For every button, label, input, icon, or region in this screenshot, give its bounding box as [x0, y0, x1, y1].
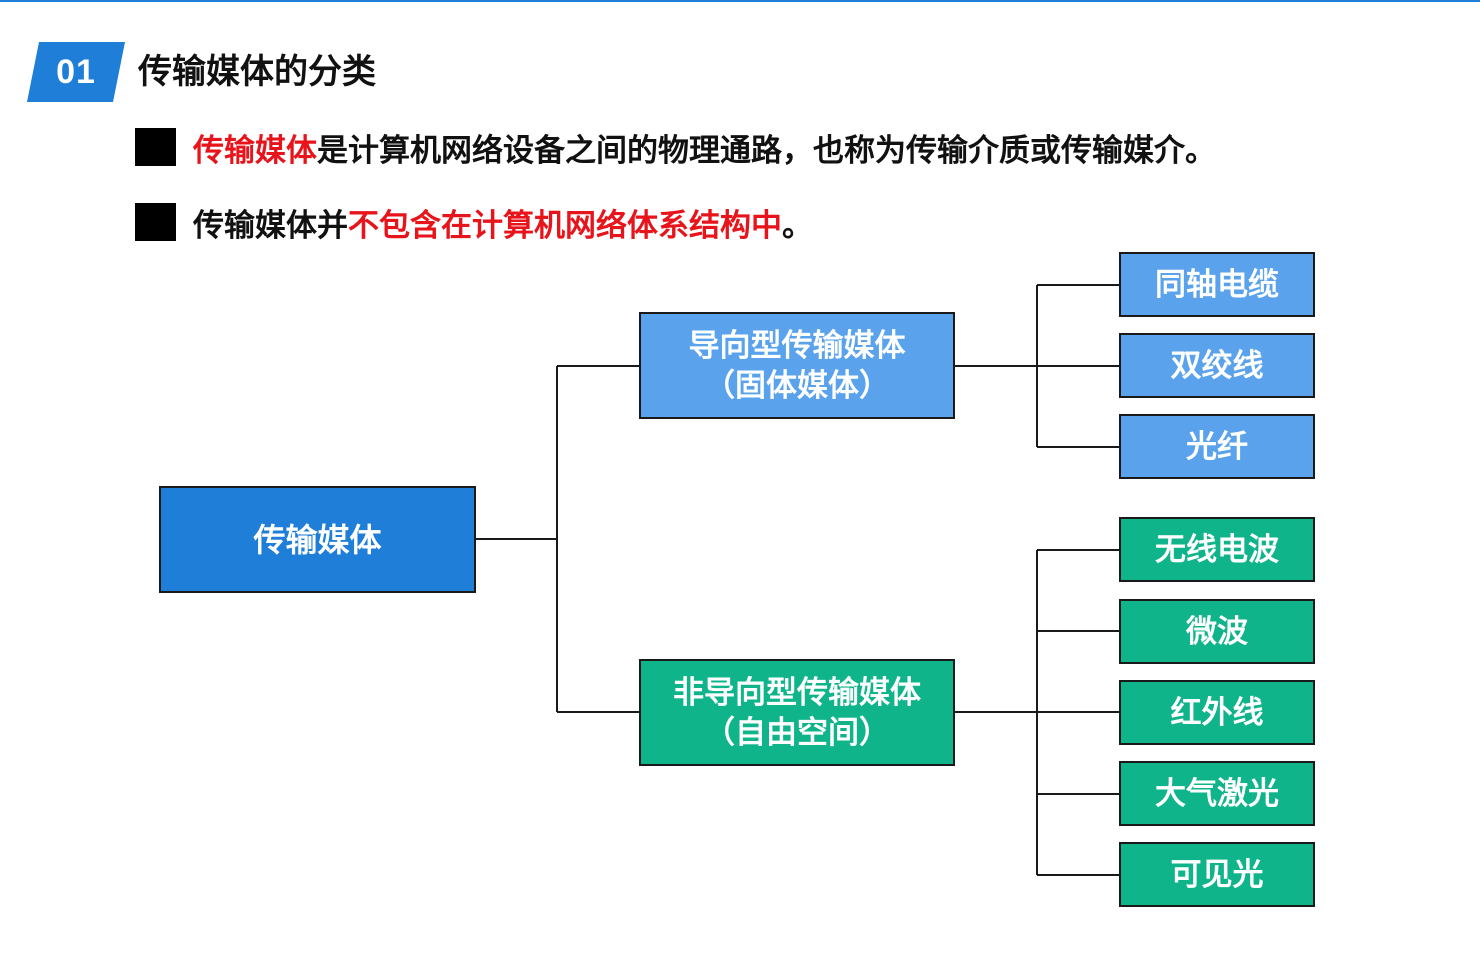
bullet-1-rest: 是计算机网络设备之间的物理通路，也称为传输介质或传输媒介。	[317, 132, 1216, 169]
leaf-atmospheric-laser: 大气激光	[1119, 761, 1315, 826]
root-node: 传输媒体	[159, 486, 476, 593]
bullet-1: 传输媒体是计算机网络设备之间的物理通路，也称为传输介质或传输媒介。	[135, 125, 1216, 169]
bullet-2-lead: 传输媒体并	[193, 207, 348, 244]
bullet-2-end: 。	[782, 207, 813, 244]
bullet-square-icon	[135, 128, 176, 166]
bullet-2-text: 传输媒体并不包含在计算机网络体系结构中。	[193, 200, 813, 245]
leaf-visible-light: 可见光	[1119, 842, 1315, 907]
leaf-radio-wave: 无线电波	[1119, 517, 1315, 582]
guided-media-title: 导向型传输媒体	[688, 327, 906, 364]
section-title: 传输媒体的分类	[138, 52, 376, 92]
leaf-label: 同轴电缆	[1155, 266, 1279, 303]
leaf-label: 红外线	[1170, 694, 1264, 731]
top-accent-line	[0, 0, 1480, 2]
leaf-label: 光纤	[1186, 428, 1248, 465]
leaf-infrared: 红外线	[1119, 680, 1315, 745]
leaf-label: 双绞线	[1170, 347, 1264, 384]
bullet-1-text: 传输媒体是计算机网络设备之间的物理通路，也称为传输介质或传输媒介。	[193, 125, 1216, 170]
guided-media-node: 导向型传输媒体 （固体媒体）	[639, 312, 955, 419]
unguided-media-node: 非导向型传输媒体 （自由空间）	[639, 659, 955, 766]
leaf-label: 微波	[1186, 613, 1248, 650]
guided-media-subtitle: （固体媒体）	[704, 367, 890, 404]
leaf-label: 大气激光	[1155, 775, 1279, 812]
unguided-media-subtitle: （自由空间）	[704, 714, 890, 751]
bullet-square-icon	[135, 203, 176, 241]
root-node-label: 传输媒体	[253, 520, 382, 559]
leaf-coaxial-cable: 同轴电缆	[1119, 252, 1315, 317]
leaf-twisted-pair: 双绞线	[1119, 333, 1315, 398]
section-number-badge: 01	[27, 42, 125, 102]
unguided-media-title: 非导向型传输媒体	[673, 674, 921, 711]
bullet-2: 传输媒体并不包含在计算机网络体系结构中。	[135, 200, 813, 244]
leaf-microwave: 微波	[1119, 599, 1315, 664]
bullet-1-highlight: 传输媒体	[193, 132, 317, 169]
bullet-2-highlight: 不包含在计算机网络体系结构中	[348, 207, 782, 244]
leaf-label: 可见光	[1170, 856, 1264, 893]
leaf-label: 无线电波	[1155, 531, 1279, 568]
section-number: 01	[56, 52, 96, 91]
leaf-optical-fiber: 光纤	[1119, 414, 1315, 479]
